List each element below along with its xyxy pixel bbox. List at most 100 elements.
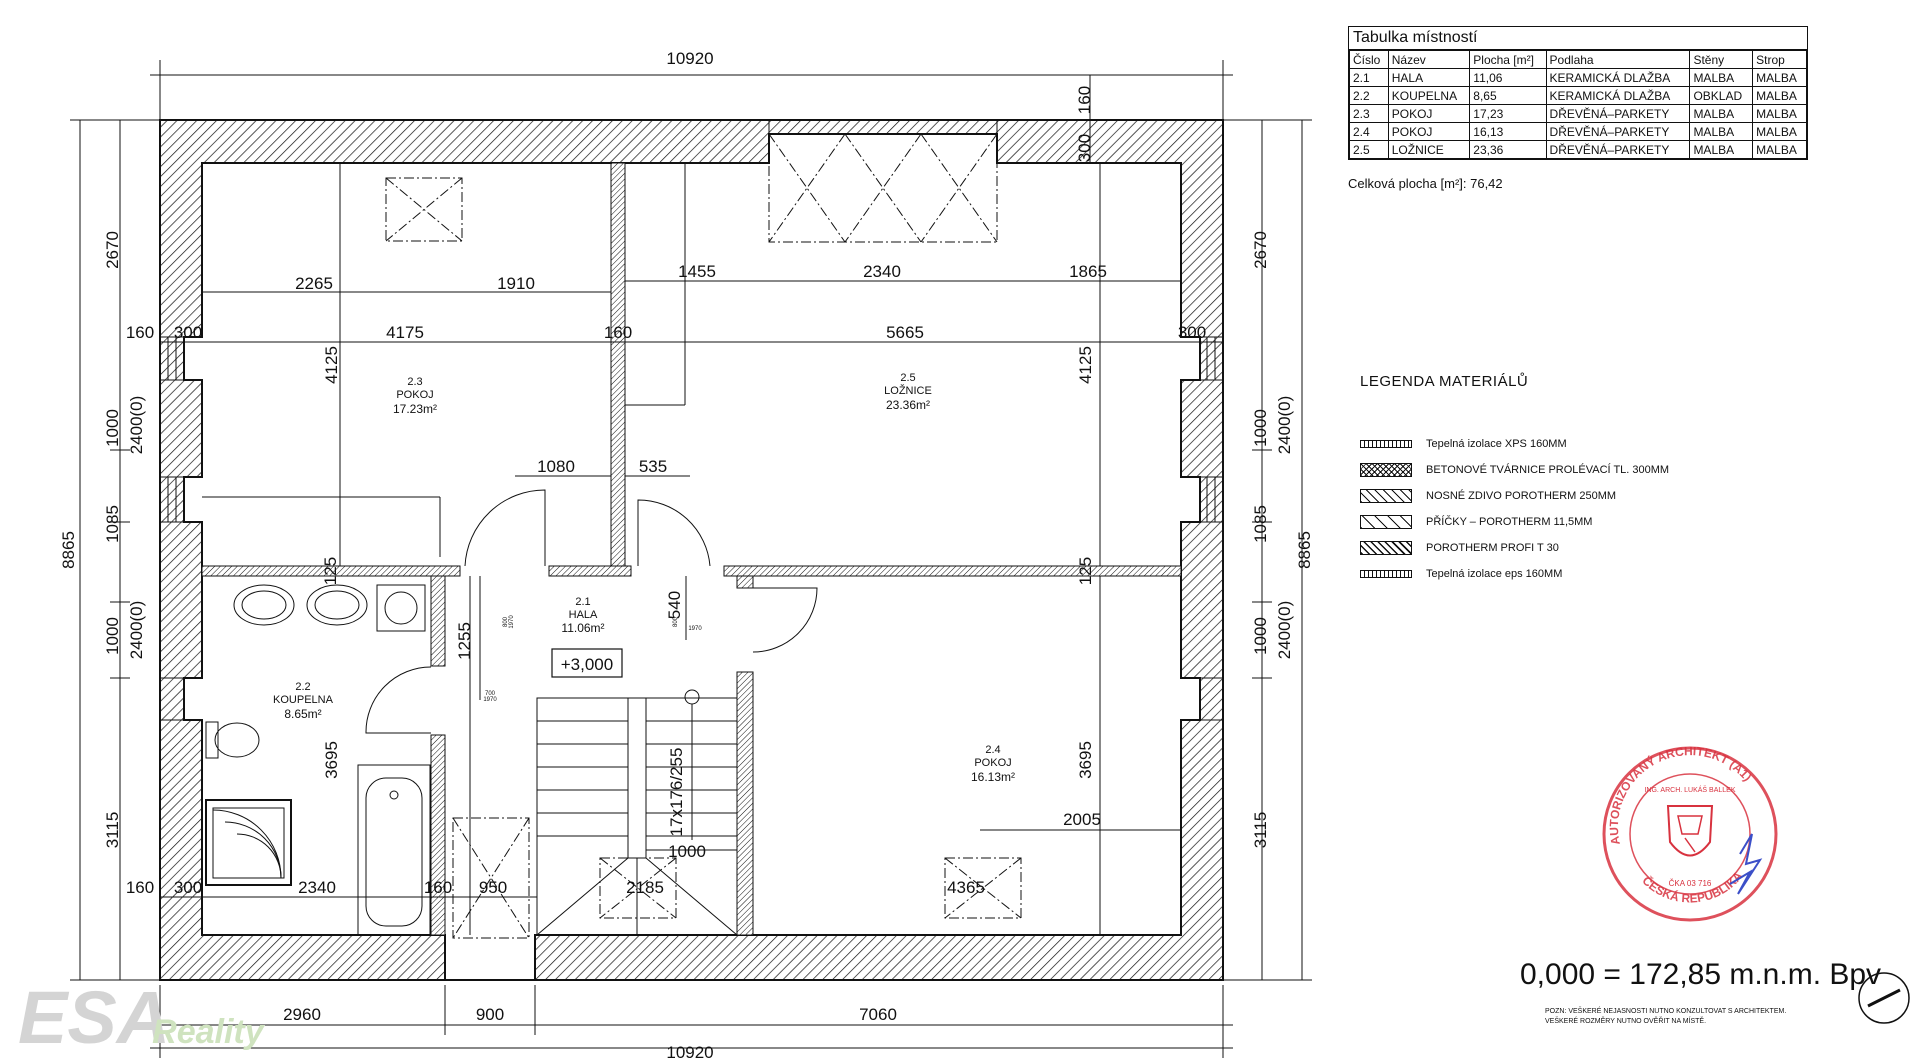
svg-text:300: 300	[174, 878, 202, 897]
room-2-3-name: POKOJ	[396, 389, 433, 401]
svg-text:3695: 3695	[1076, 741, 1095, 779]
beton-swatch-icon	[1360, 463, 1412, 477]
room-2-1-area: 11.06m²	[561, 621, 604, 635]
room-lines	[202, 163, 686, 557]
materials-legend: Tepelná izolace XPS 160MM BETONOVÉ TVÁRN…	[1360, 431, 1669, 587]
svg-text:17x176/255: 17x176/255	[667, 748, 686, 837]
bathroom-fixtures	[205, 584, 431, 936]
svg-text:1255: 1255	[455, 622, 474, 660]
cell: MALBA	[1689, 140, 1754, 160]
note-line: POZN: VEŠKERÉ NEJASNOSTI NUTNO KONZULTOV…	[1545, 1008, 1787, 1015]
room-2-5-name: LOŽNICE	[884, 384, 932, 397]
legend-label: BETONOVÉ TVÁRNICE PROLÉVACÍ TL. 300MM	[1426, 464, 1670, 476]
room-labels: 2.3 POKOJ 17.23m² 2.5 LOŽNICE 23.36m² 2.…	[273, 372, 1015, 784]
svg-text:10920: 10920	[666, 49, 713, 68]
room-table: Tabulka místností Číslo Název Plocha [m²…	[1348, 26, 1808, 160]
cell: MALBA	[1752, 140, 1808, 160]
svg-text:1865: 1865	[1069, 262, 1107, 281]
svg-text:1000: 1000	[1251, 409, 1270, 447]
cell: POKOJ	[1387, 104, 1471, 123]
cell: 2.4	[1348, 122, 1389, 141]
cell: 11,06	[1469, 68, 1547, 87]
svg-text:2005: 2005	[1063, 810, 1101, 829]
svg-text:1970: 1970	[688, 626, 702, 632]
legend-title: LEGENDA MATERIÁLŮ	[1360, 373, 1529, 390]
room-2-5-number: 2.5	[900, 372, 915, 384]
legend-label: NOSNÉ ZDIVO POROTHERM 250MM	[1426, 490, 1617, 502]
svg-text:2265: 2265	[295, 274, 333, 293]
room-2-4-name: POKOJ	[974, 757, 1011, 769]
svg-text:160: 160	[1075, 86, 1094, 114]
svg-text:5665: 5665	[886, 323, 924, 342]
svg-text:3115: 3115	[103, 812, 122, 849]
col-strop: Strop	[1752, 49, 1808, 69]
room-2-5-area: 23.36m²	[886, 398, 930, 412]
room-2-2-number: 2.2	[295, 681, 310, 693]
svg-text:4365: 4365	[947, 878, 985, 897]
cell: POKOJ	[1387, 122, 1471, 141]
interior-walls	[201, 162, 1182, 936]
cell: DŘEVĚNÁ–PARKETY	[1545, 122, 1691, 141]
cell: KERAMICKÁ DLAŽBA	[1545, 86, 1691, 105]
legend-label: POROTHERM PROFI T 30	[1426, 542, 1559, 554]
svg-text:4125: 4125	[322, 346, 341, 384]
staircase	[536, 689, 738, 936]
svg-text:1000: 1000	[1251, 617, 1270, 655]
cell: HALA	[1387, 68, 1471, 87]
svg-text:1085: 1085	[103, 505, 122, 543]
note-line: VEŠKERÉ ROZMĚRY NUTNO OVĚŘIT NA MÍSTĚ.	[1545, 1018, 1707, 1025]
svg-text:ING. ARCH. LUKÁŠ BALLEK: ING. ARCH. LUKÁŠ BALLEK	[1644, 785, 1735, 794]
cell: MALBA	[1752, 122, 1808, 141]
cell: 8,65	[1469, 86, 1547, 105]
svg-text:10920: 10920	[666, 1043, 713, 1062]
svg-text:ČKA 03 716: ČKA 03 716	[1669, 879, 1712, 888]
svg-text:3695: 3695	[322, 741, 341, 779]
svg-text:1910: 1910	[497, 274, 535, 293]
total-area: Celková plocha [m²]: 76,42	[1348, 176, 1503, 191]
svg-text:7060: 7060	[859, 1005, 897, 1024]
svg-text:4175: 4175	[386, 323, 424, 342]
cell: 2.5	[1348, 140, 1389, 160]
svg-text:2400(0): 2400(0)	[1275, 396, 1294, 455]
cell: MALBA	[1752, 86, 1808, 105]
cell: 2.3	[1348, 104, 1389, 123]
legend-item: Tepelná izolace XPS 160MM	[1360, 431, 1669, 457]
nosne-swatch-icon	[1360, 489, 1412, 503]
col-podlaha: Podlaha	[1545, 49, 1691, 69]
room-2-1-number: 2.1	[575, 596, 590, 608]
svg-text:+3,000: +3,000	[561, 655, 613, 674]
legend-item: Tepelná izolace eps 160MM	[1360, 561, 1669, 587]
svg-text:160: 160	[424, 878, 452, 897]
svg-text:800: 800	[673, 616, 679, 627]
svg-text:700: 700	[485, 691, 496, 697]
cell: 2.1	[1348, 68, 1389, 87]
cell: KOUPELNA	[1387, 86, 1471, 105]
svg-text:1455: 1455	[678, 262, 716, 281]
level-mark: +3,000	[551, 648, 623, 678]
north-arrow-icon	[1858, 972, 1910, 1024]
dimension-text: 10920 10920 2960 900 7060 2265 1910 1455…	[59, 49, 1314, 1062]
room-table-title: Tabulka místností	[1348, 26, 1808, 49]
cell: 16,13	[1469, 122, 1547, 141]
svg-text:2340: 2340	[863, 262, 901, 281]
legend-item: POROTHERM PROFI T 30	[1360, 535, 1669, 561]
legend-label: PŘÍČKY – POROTHERM 11,5MM	[1426, 516, 1593, 528]
svg-text:535: 535	[639, 457, 667, 476]
room-2-2-name: KOUPELNA	[273, 694, 334, 706]
svg-text:1970: 1970	[509, 615, 515, 629]
svg-text:1000: 1000	[668, 842, 706, 861]
svg-text:125: 125	[1076, 557, 1095, 585]
svg-text:800: 800	[503, 616, 509, 627]
svg-text:160: 160	[126, 878, 154, 897]
svg-text:2670: 2670	[103, 231, 122, 269]
room-2-3-area: 17.23m²	[393, 402, 437, 416]
svg-text:2400(0): 2400(0)	[127, 601, 146, 660]
legend-item: BETONOVÉ TVÁRNICE PROLÉVACÍ TL. 300MM	[1360, 457, 1669, 483]
col-plocha: Plocha [m²]	[1469, 49, 1547, 69]
svg-text:125: 125	[321, 557, 340, 585]
skylights	[385, 133, 1022, 939]
legend-item: NOSNÉ ZDIVO POROTHERM 250MM	[1360, 483, 1669, 509]
cell: 2.2	[1348, 86, 1389, 105]
